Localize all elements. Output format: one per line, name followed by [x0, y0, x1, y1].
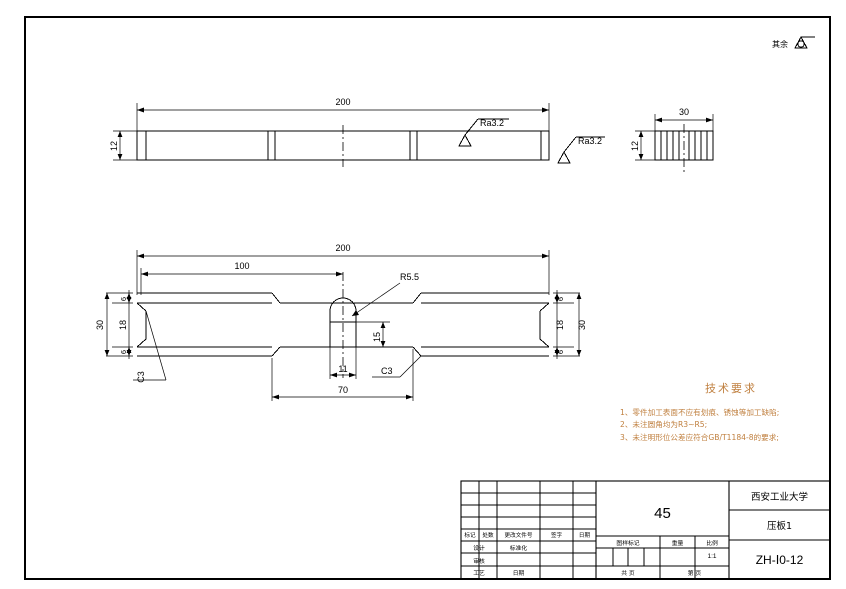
- plan-view-right-web-value: 18: [555, 320, 565, 330]
- plan-view-right-lower-flange-value: 6: [556, 350, 565, 354]
- side-view-thickness-dimension: [635, 130, 658, 161]
- weight-label: 重量: [671, 541, 684, 547]
- plan-view-half-length-value: 100: [234, 261, 249, 271]
- role-process-label: 工艺: [473, 571, 485, 577]
- scale-label: 比例: [706, 541, 718, 547]
- plan-view-left-lower-flange-value: 6: [119, 350, 128, 354]
- scale-value: 1:1: [707, 553, 717, 560]
- chamfer-left-value: C3: [136, 371, 146, 383]
- plan-view-right-overall-width-value: 30: [577, 320, 587, 330]
- surface-finish-label-right: Ra3.2: [578, 136, 602, 146]
- technical-requirements-block: 技术要求 1、零件加工表面不应有划痕、锈蚀等加工缺陷; 2、未注圆角均为R3~R…: [620, 380, 842, 444]
- side-view-width-dimension: [654, 114, 714, 133]
- side-view-geometry: [654, 124, 714, 175]
- plan-view-left-upper-flange-value: 6: [119, 297, 128, 301]
- revision-header-signature: 签字: [550, 533, 563, 539]
- material-value: 45: [654, 505, 671, 522]
- chamfer-right-value: C3: [381, 366, 393, 376]
- front-view-thickness-dimension: [113, 130, 140, 161]
- revision-header-count: 处数: [482, 533, 494, 539]
- technical-requirement-item-3: 3、未注明形位公差应符合GB/T1184-8的要求;: [620, 432, 779, 442]
- role-design-label: 设计: [473, 546, 485, 552]
- slot-depth-value: 15: [372, 332, 382, 342]
- chamfer-right-leader: [372, 355, 422, 378]
- side-view-width-value: 30: [679, 107, 689, 117]
- surface-finish-label-top: Ra3.2: [480, 118, 504, 128]
- plan-view-right-upper-flange-value: 6: [556, 297, 565, 301]
- slot-width-value: 11: [338, 364, 347, 374]
- slot-radius-value: R5.5: [400, 272, 419, 282]
- plan-view-left-web-value: 18: [118, 320, 128, 330]
- plan-view-length-value: 200: [335, 243, 350, 253]
- front-view-length-value: 200: [335, 97, 350, 107]
- technical-requirement-item-2: 2、未注圆角均为R3~R5;: [620, 420, 708, 430]
- center-cut-value: 70: [338, 385, 348, 395]
- revision-header-date: 日期: [578, 533, 591, 539]
- front-view-length-dimension: [136, 103, 550, 133]
- role-date-label: 日期: [512, 571, 525, 577]
- general-surface-symbol: [794, 35, 815, 49]
- surface-finish-symbol-top: [458, 118, 509, 147]
- general-surface-label: 其余: [772, 39, 788, 49]
- front-view-geometry: [136, 125, 550, 167]
- slot-radius-leader: [351, 282, 401, 317]
- organization-name: 西安工业大学: [750, 492, 808, 503]
- role-review-label: 审核: [473, 559, 485, 565]
- drawing-number: ZH-Ⅰ0-12: [755, 553, 804, 567]
- technical-requirements-title: 技术要求: [705, 382, 757, 395]
- sheet-total-label: 共 页: [621, 571, 635, 577]
- center-cut-dimension: [271, 349, 414, 401]
- technical-requirement-item-1: 1、零件加工表面不应有划痕、锈蚀等加工缺陷;: [620, 408, 780, 417]
- drawing-mark-label: 图样标记: [616, 541, 640, 547]
- surface-finish-symbol-right: [557, 136, 605, 164]
- plan-view-geometry: [136, 272, 550, 378]
- role-standard-label: 标准化: [509, 546, 528, 552]
- plan-view-length-dimension: [136, 250, 550, 295]
- side-view-thickness-value: 12: [630, 141, 640, 151]
- front-view-thickness-value: 12: [109, 141, 119, 151]
- plan-view-left-band-dimensions: [104, 290, 133, 359]
- sheet-border: [24, 16, 831, 580]
- revision-header-mark: 标记: [464, 533, 476, 539]
- slot-width-dimension: [329, 347, 357, 379]
- chamfer-left-leader: [133, 310, 167, 381]
- plan-view-half-length-dimension: [140, 268, 343, 295]
- plan-view-right-band-dimensions: [553, 290, 582, 359]
- slot-depth-dimension: [356, 321, 390, 348]
- plan-view-overall-width-value: 30: [95, 320, 105, 330]
- revision-header-doc-number: 更改文件号: [504, 533, 533, 539]
- part-name: 压板1: [766, 521, 793, 532]
- sheet-index-label: 第 页: [687, 571, 702, 577]
